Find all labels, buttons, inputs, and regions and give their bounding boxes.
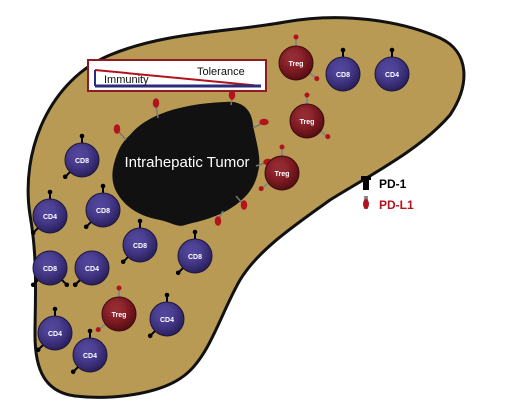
legend-pdl1-label: PD-L1 (379, 198, 414, 212)
cell-label: CD4 (385, 72, 399, 79)
treg-cell: Treg (278, 34, 320, 82)
pd1-receptor (83, 221, 92, 230)
pd1-receptor (175, 267, 184, 276)
cell-label: CD8 (96, 208, 110, 215)
lymphocyte-cell: CD8 (62, 133, 100, 180)
cell-label: CD8 (133, 243, 147, 250)
pdl1-ligand (279, 144, 285, 156)
treg-cell: Treg (258, 144, 300, 192)
treg-cell: Treg (95, 285, 137, 333)
pdl1-ligand (258, 182, 269, 192)
pd1-receptor (120, 256, 129, 265)
lymphocyte-cell: CD8 (120, 218, 158, 265)
cell-label: CD8 (336, 72, 350, 79)
cell-label: CD4 (43, 214, 57, 221)
pdl1-ligand (116, 285, 122, 297)
lymphocyte-cell: CD4 (35, 306, 73, 353)
pd1-receptor (47, 189, 53, 199)
pd1-receptor (137, 218, 143, 228)
pdl1-ligand (293, 34, 299, 46)
lymphocyte-cell: CD8 (83, 183, 121, 230)
tolerance-label: Tolerance (197, 66, 245, 78)
pd1-receptor (192, 229, 198, 239)
pd1-receptor (30, 227, 39, 236)
pd1-receptor (62, 171, 71, 180)
pd1-receptor (147, 330, 156, 339)
cell-label: CD8 (188, 254, 202, 261)
pd1-receptor (79, 133, 85, 143)
treg-cell: Treg (289, 92, 331, 140)
pdl1-ligand (320, 130, 331, 140)
lymphocyte-cell: CD8 (30, 250, 70, 288)
lymphocyte-cell: CD4 (70, 328, 108, 375)
cell-label: Treg (289, 61, 304, 68)
pd1-receptor (87, 328, 93, 338)
lymphocyte-cell: CD4 (72, 250, 110, 288)
tumor-label: Intrahepatic Tumor (124, 154, 249, 171)
pd1-receptor (164, 292, 170, 302)
legend: PD-1 PD-L1 (361, 176, 414, 212)
pd1-receptor (61, 279, 70, 288)
lymphocyte-cell: CD8 (325, 47, 361, 92)
pd1-receptor (340, 47, 346, 57)
pd1-receptor (70, 366, 79, 375)
pd1-receptor (35, 344, 44, 353)
pdl1-ligand (309, 72, 320, 82)
immunity-tolerance-balance: Tolerance Immunity (87, 59, 267, 92)
cell-label: CD4 (83, 353, 97, 360)
intrahepatic-tumor (112, 101, 260, 226)
lymphocyte-cell: CD4 (374, 47, 410, 92)
lymphocyte-cell: CD4 (30, 189, 68, 236)
pd1-receptor (52, 306, 58, 316)
pd1-receptor (30, 279, 39, 288)
cell-label: CD4 (85, 266, 99, 273)
cell-label: CD4 (160, 317, 174, 324)
cell-label: Treg (112, 312, 127, 319)
tumor-pdl1-ligands (113, 90, 273, 226)
legend-pd1-label: PD-1 (379, 177, 407, 191)
pd1-receptor (389, 47, 395, 57)
pd1-receptor (72, 279, 81, 288)
cell-label: CD8 (75, 158, 89, 165)
cell-label: Treg (300, 119, 315, 126)
cell-label: Treg (275, 171, 290, 178)
lymphocyte-cell: CD4 (147, 292, 185, 339)
pdl1-ligand-icon (363, 196, 369, 209)
pd1-receptor-icon (361, 176, 371, 190)
immunity-label: Immunity (104, 74, 149, 86)
lymphocyte-cell: CD8 (175, 229, 213, 276)
cell-label: CD8 (43, 266, 57, 273)
cell-label: CD4 (48, 331, 62, 338)
pd1-receptor (100, 183, 106, 193)
pdl1-ligand (95, 323, 106, 333)
pdl1-ligand (304, 92, 310, 104)
